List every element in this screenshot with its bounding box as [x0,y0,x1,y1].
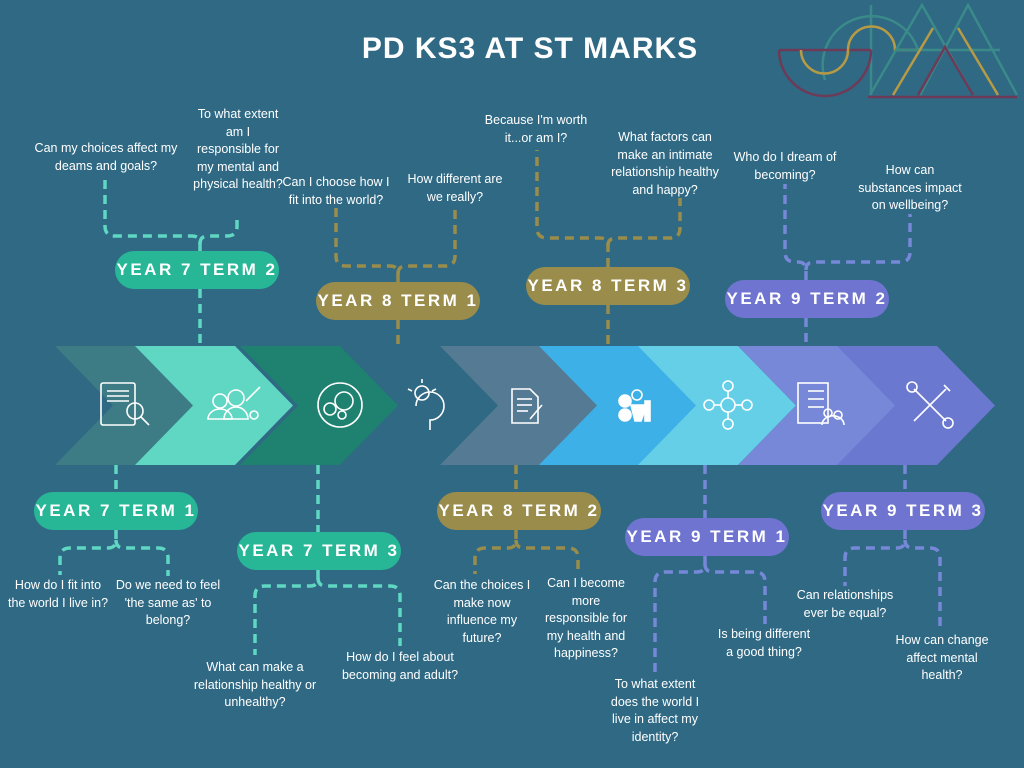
page-title: PD KS3 AT ST MARKS [361,32,699,65]
chevron-segment [240,346,398,465]
dashed-connector [58,530,118,575]
question: How do I feel about becoming and adult? [341,650,459,682]
question: To what extent am I responsible for my m… [193,107,283,191]
chevron-segment [539,346,697,465]
dashed-connector [253,570,320,655]
chevron-segment [55,346,193,465]
dashed-connector [316,577,402,646]
dashed-connector [903,539,942,630]
report-search-icon [100,382,150,426]
question: Can my choices affect my deams and goals… [34,141,178,173]
wrench-screwdriver-icon [906,381,954,429]
dashed-connector [103,180,202,251]
lightbulb-head-icon [407,379,445,430]
team-tools-icon [207,386,261,420]
dashed-connector [535,150,610,267]
dashed-connector [606,198,682,247]
dashed-connector [804,214,912,271]
question: What can make a relationship healthy or … [193,660,317,709]
question: To what extent does the world I live in … [610,677,700,744]
term-pill-y8t2: YEAR 8 TERM 2 [437,492,601,530]
question: Can I choose how I fit into the world? [282,175,390,207]
question: How can substances impact on wellbeing? [858,163,962,212]
question: Who do I dream of becoming? [733,150,837,182]
question: Do we need to feel 'the same as' to belo… [115,578,221,627]
chevron-segment [738,346,896,465]
term-pill-y7t2: YEAR 7 TERM 2 [115,251,279,289]
question: How can change affect mental health? [895,633,989,682]
term-pill-y7t1: YEAR 7 TERM 1 [34,492,198,530]
term-pill-y8t3: YEAR 8 TERM 3 [526,267,690,305]
dashed-connector [514,539,580,574]
document-pen-icon [511,388,543,424]
question: Can the choices I make now influence my … [433,578,531,645]
term-pill-y7t3: YEAR 7 TERM 3 [237,532,401,570]
dashed-connector [783,184,808,280]
question: Is being different a good thing? [717,627,811,659]
gears-cycle-icon [317,382,363,428]
question: Can relationships ever be equal? [796,588,894,620]
question: What factors can make an intimate relati… [611,130,719,197]
checklist-team-icon [797,382,845,426]
term-pill-y9t2: YEAR 9 TERM 2 [725,280,889,318]
chevron-segment [837,346,995,465]
dashed-connector [396,206,457,275]
question: Because I'm worth it...or am I? [484,113,588,145]
dashed-connector [653,556,707,675]
dashed-connector [198,220,239,245]
question: How different are we really? [407,172,503,204]
logo [777,2,1019,99]
dashed-connector [703,563,767,624]
term-pill-y8t1: YEAR 8 TERM 1 [316,282,480,320]
dashed-connector [843,530,907,586]
dashed-connector [334,208,400,282]
dashed-connector [114,539,170,576]
term-pill-y9t1: YEAR 9 TERM 1 [625,518,789,556]
decision-network-icon [703,380,753,430]
gears-idea-icon [618,389,651,422]
question: How do I fit into the world I live in? [7,578,109,610]
term-pill-y9t3: YEAR 9 TERM 3 [821,492,985,530]
question: Can I become more responsible for my hea… [545,576,627,660]
dashed-connector [473,530,518,574]
